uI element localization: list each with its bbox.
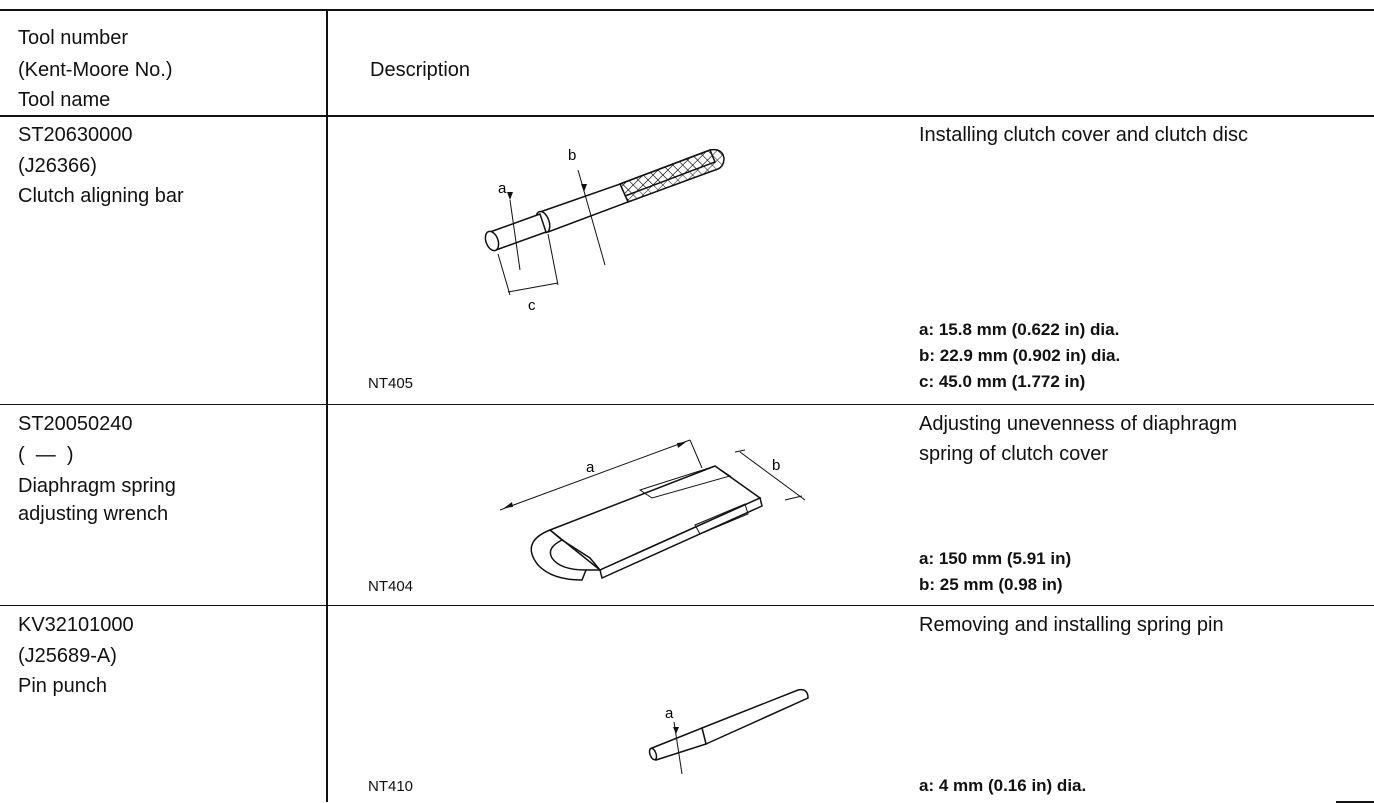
row2-label-b: b: [772, 457, 780, 474]
row3-spec-a: a: 4 mm (0.16 in) dia.: [919, 776, 1087, 795]
header-tool-number: Tool number: [18, 27, 129, 49]
row3-kent-moore: (J25689-A): [18, 645, 117, 667]
row1-tool-number: ST20630000: [18, 124, 133, 146]
row3-tool-number: KV32101000: [18, 614, 134, 636]
row3-label-a: a: [665, 705, 674, 722]
row1-description: Installing clutch cover and clutch disc: [919, 124, 1249, 146]
column-divider: [326, 10, 328, 802]
row1-label-a: a: [498, 180, 507, 197]
row2-tool-name-line1: Diaphragm spring: [18, 475, 176, 497]
row1-bottom-rule: [0, 404, 1374, 405]
header-kent-moore: (Kent-Moore No.): [18, 59, 173, 81]
row1-figure-code: NT405: [368, 375, 414, 392]
row2-bottom-rule: [0, 605, 1374, 606]
row2-spec-a: a: 150 mm (5.91 in): [919, 549, 1072, 568]
row3-tool-name: Pin punch: [18, 675, 107, 697]
diaphragm-wrench-illustration: a b: [499, 439, 806, 581]
row2-spec-b: b: 25 mm (0.98 in): [919, 575, 1063, 594]
row1-label-b: b: [568, 147, 576, 164]
row2-description-line2: spring of clutch cover: [919, 443, 1108, 465]
row1-kent-moore: (J26366): [18, 155, 97, 177]
header-description: Description: [370, 59, 471, 81]
table-top-rule: [0, 9, 1374, 11]
row3-figure-code: NT410: [368, 778, 414, 795]
row2-description-line1: Adjusting unevenness of diaphragm: [919, 413, 1237, 435]
header-tool-name: Tool name: [18, 89, 111, 111]
row2-kent-moore: ( — ): [18, 444, 74, 466]
row2-figure-code: NT404: [368, 578, 414, 595]
row1-spec-c: c: 45.0 mm (1.772 in): [919, 372, 1086, 391]
row1-spec-a: a: 15.8 mm (0.622 in) dia.: [919, 320, 1120, 339]
row1-label-c: c: [528, 297, 536, 314]
header-bottom-rule: [0, 115, 1374, 117]
row3-description: Removing and installing spring pin: [919, 614, 1224, 636]
row1-spec-b: b: 22.9 mm (0.902 in) dia.: [919, 346, 1121, 365]
clutch-aligning-bar-illustration: a b c: [484, 147, 725, 314]
row2-label-a: a: [586, 459, 595, 476]
pin-punch-illustration: a: [648, 688, 809, 775]
row1-tool-name: Clutch aligning bar: [18, 185, 184, 207]
row2-tool-name-line2: adjusting wrench: [18, 503, 169, 525]
row2-tool-number: ST20050240: [18, 413, 133, 435]
